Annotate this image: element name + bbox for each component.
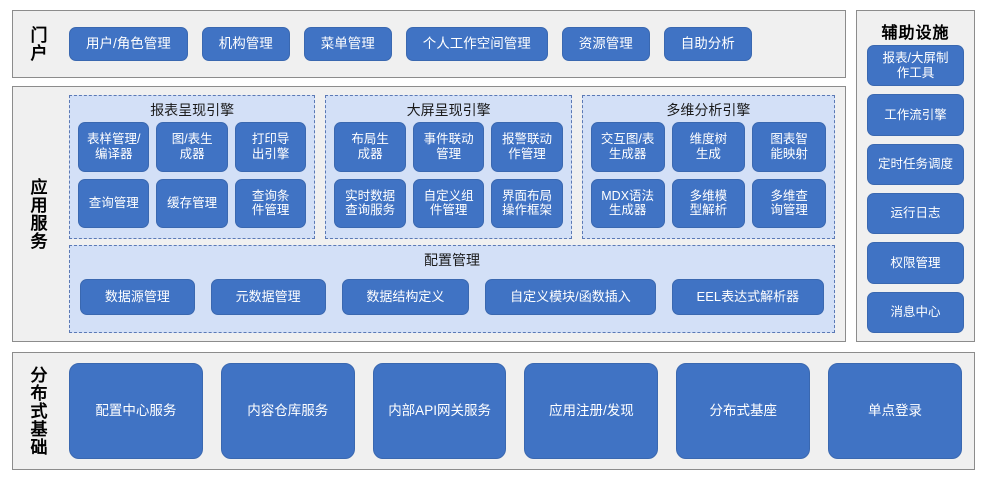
portal-button-menu[interactable]: 菜单管理 (303, 27, 392, 61)
engine-group-large-screen-title: 大屏呈现引擎 (406, 102, 491, 118)
config-management-group: 配置管理 数据源管理 元数据管理 数据结构定义 自定义模块/函数插入 EEL表达… (69, 245, 835, 333)
portal-button-org[interactable]: 机构管理 (201, 27, 290, 61)
report-button-chart-table-generator[interactable]: 图/表生 成器 (156, 122, 228, 172)
base-button-internal-api-gateway-service[interactable]: 内部API网关服务 (372, 363, 507, 459)
engine-group-report: 报表呈现引擎 表样管理/ 编译器 图/表生 成器 打印导 出引擎 查询管理 缓存… (69, 95, 316, 239)
screen-button-alarm-linkage-action[interactable]: 报警联动 作管理 (491, 122, 563, 172)
aux-button-message-center[interactable]: 消息中心 (867, 291, 964, 333)
application-services-panel: 应用服务 报表呈现引擎 表样管理/ 编译器 图/表生 成器 打印导 出引擎 查询… (12, 86, 846, 342)
engine-group-multidim-title: 多维分析引擎 (666, 102, 751, 118)
config-button-data-structure-definition[interactable]: 数据结构定义 (341, 279, 470, 315)
aux-button-scheduled-task[interactable]: 定时任务调度 (867, 143, 964, 185)
portal-button-resource[interactable]: 资源管理 (561, 27, 650, 61)
config-button-eel-expression-parser[interactable]: EEL表达式解析器 (671, 279, 824, 315)
engine-group-multidim: 多维分析引擎 交互图/表 生成器 维度树 生成 图表智 能映射 MDX语法 生成… (581, 95, 836, 239)
distributed-base-button-row: 配置中心服务 内容仓库服务 内部API网关服务 应用注册/发现 分布式基座 单点… (69, 363, 962, 459)
base-button-config-center-service[interactable]: 配置中心服务 (69, 363, 203, 459)
engine-group-large-screen-grid: 布局生 成器 事件联动 管理 报警联动 作管理 实时数据 查询服务 自定义组 件… (334, 122, 563, 228)
aux-button-report-screen-tool[interactable]: 报表/大屏制 作工具 (867, 45, 964, 87)
multidim-button-dimension-tree[interactable]: 维度树 生成 (671, 122, 746, 172)
aux-button-workflow-engine[interactable]: 工作流引擎 (867, 94, 964, 136)
distributed-base-panel: 分布式基础 配置中心服务 内容仓库服务 内部API网关服务 应用注册/发现 分布… (12, 352, 975, 470)
report-button-cache-management[interactable]: 缓存管理 (156, 178, 228, 228)
config-button-datasource-management[interactable]: 数据源管理 (80, 279, 195, 315)
screen-button-event-linkage[interactable]: 事件联动 管理 (412, 122, 485, 172)
portal-button-self-service-analysis[interactable]: 自助分析 (663, 27, 752, 61)
distributed-base-band-label: 分布式基础 (27, 366, 47, 456)
auxiliary-facilities-panel: 辅助设施 报表/大屏制 作工具 工作流引擎 定时任务调度 运行日志 权限管理 消… (856, 10, 975, 342)
portal-button-personal-workspace[interactable]: 个人工作空间管理 (405, 27, 548, 61)
portal-panel: 门户 用户/角色管理 机构管理 菜单管理 个人工作空间管理 资源管理 自助分析 (12, 10, 846, 78)
screen-button-ui-layout-framework[interactable]: 界面布局 操作框架 (491, 178, 563, 228)
portal-button-user-role[interactable]: 用户/角色管理 (69, 27, 188, 61)
multidim-button-mdx-syntax-generator[interactable]: MDX语法 生成器 (590, 178, 665, 228)
engine-group-large-screen: 大屏呈现引擎 布局生 成器 事件联动 管理 报警联动 作管理 实时数据 查询服务… (325, 95, 572, 239)
config-management-row: 数据源管理 元数据管理 数据结构定义 自定义模块/函数插入 EEL表达式解析器 (80, 272, 824, 322)
report-button-query-condition-management[interactable]: 查询条 件管理 (234, 178, 307, 228)
report-button-template-editor[interactable]: 表样管理/ 编译器 (78, 122, 150, 172)
engine-group-report-grid: 表样管理/ 编译器 图/表生 成器 打印导 出引擎 查询管理 缓存管理 查询条 … (78, 122, 307, 228)
screen-button-custom-component[interactable]: 自定义组 件管理 (412, 178, 485, 228)
engine-group-report-title: 报表呈现引擎 (150, 102, 235, 118)
multidim-button-interactive-chart-generator[interactable]: 交互图/表 生成器 (590, 122, 665, 172)
base-button-distributed-foundation[interactable]: 分布式基座 (676, 363, 811, 459)
engine-group-multidim-grid: 交互图/表 生成器 维度树 生成 图表智 能映射 MDX语法 生成器 多维模 型… (590, 122, 826, 228)
multidim-button-chart-smart-mapping[interactable]: 图表智 能映射 (752, 122, 826, 172)
screen-button-layout-generator[interactable]: 布局生 成器 (334, 122, 406, 172)
application-services-content: 报表呈现引擎 表样管理/ 编译器 图/表生 成器 打印导 出引擎 查询管理 缓存… (69, 95, 836, 333)
auxiliary-panel-title: 辅助设施 (881, 25, 950, 42)
aux-button-permission-management[interactable]: 权限管理 (867, 242, 964, 284)
aux-button-runtime-log[interactable]: 运行日志 (867, 192, 964, 235)
config-management-title: 配置管理 (424, 252, 480, 268)
portal-button-row: 用户/角色管理 机构管理 菜单管理 个人工作空间管理 资源管理 自助分析 (69, 11, 835, 77)
base-button-single-sign-on[interactable]: 单点登录 (828, 363, 962, 459)
report-button-query-management[interactable]: 查询管理 (78, 178, 150, 228)
screen-button-realtime-data-query[interactable]: 实时数据 查询服务 (334, 178, 406, 228)
base-button-app-registration-discovery[interactable]: 应用注册/发现 (524, 363, 659, 459)
auxiliary-button-list: 报表/大屏制 作工具 工作流引擎 定时任务调度 运行日志 权限管理 消息中心 (867, 45, 964, 333)
application-services-band-label: 应用服务 (27, 178, 47, 250)
config-button-custom-module-function[interactable]: 自定义模块/函数插入 (485, 279, 656, 315)
config-button-metadata-management[interactable]: 元数据管理 (210, 279, 326, 315)
portal-band-label: 门户 (27, 26, 47, 62)
multidim-button-model-parsing[interactable]: 多维模 型解析 (671, 178, 746, 228)
base-button-content-repository-service[interactable]: 内容仓库服务 (220, 363, 355, 459)
engines-row: 报表呈现引擎 表样管理/ 编译器 图/表生 成器 打印导 出引擎 查询管理 缓存… (69, 95, 836, 239)
multidim-button-query-management[interactable]: 多维查 询管理 (752, 178, 826, 228)
report-button-print-export-engine[interactable]: 打印导 出引擎 (234, 122, 307, 172)
